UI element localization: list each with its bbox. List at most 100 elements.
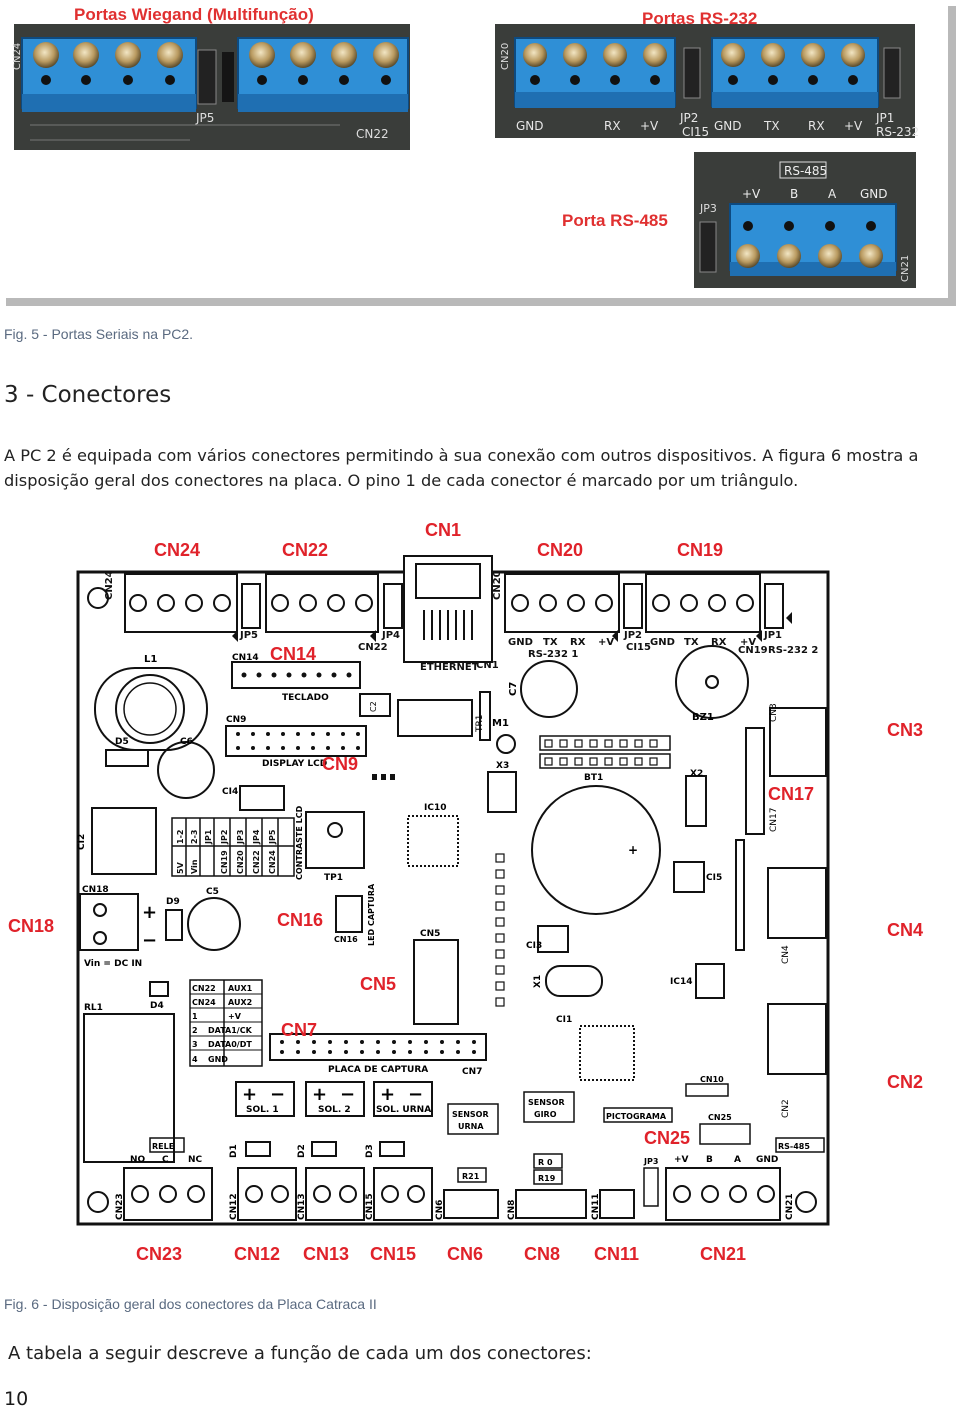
svg-text:CN22: CN22 [252,850,261,874]
svg-text:CN20: CN20 [500,43,511,70]
svg-text:CN22: CN22 [192,984,216,993]
svg-text:CN15: CN15 [365,1193,375,1220]
svg-text:NC: NC [188,1155,203,1165]
svg-text:CN24: CN24 [104,570,115,600]
svg-text:+: + [242,1084,257,1105]
svg-text:+V: +V [740,637,756,648]
page-number: 10 [4,1388,29,1410]
svg-text:CN17: CN17 [769,808,779,832]
svg-text:CN3: CN3 [769,703,779,722]
svg-text:CI1: CI1 [556,1015,572,1025]
svg-text:CN5: CN5 [420,929,440,939]
svg-text:JP3: JP3 [699,202,717,215]
svg-text:CN19: CN19 [677,540,723,560]
svg-text:CN21: CN21 [900,255,911,282]
svg-text:CN1: CN1 [476,660,499,671]
svg-text:CN18: CN18 [8,916,54,936]
svg-text:ETHERNET: ETHERNET [420,662,479,673]
svg-text:CN14: CN14 [270,644,316,664]
svg-text:GND: GND [650,637,675,648]
svg-text:RX: RX [808,119,825,133]
svg-text:+V: +V [598,637,614,648]
svg-text:RS-232: RS-232 [876,125,919,139]
svg-text:CN21: CN21 [700,1244,746,1264]
svg-text:+: + [312,1084,327,1105]
svg-text:CN16: CN16 [277,910,323,930]
svg-text:1-2: 1-2 [176,830,185,844]
svg-text:CN8: CN8 [507,1200,517,1220]
svg-text:A: A [734,1155,741,1165]
svg-text:CN24: CN24 [192,998,216,1007]
svg-text:GND: GND [516,119,544,133]
svg-text:RX: RX [604,119,621,133]
svg-text:LED CAPTURA: LED CAPTURA [367,883,376,946]
svg-text:CN3: CN3 [887,720,923,740]
svg-text:CN24: CN24 [12,43,23,70]
svg-text:+V: +V [742,187,761,201]
svg-text:+V: +V [844,119,863,133]
svg-text:JP3: JP3 [236,830,245,845]
svg-text:JP4: JP4 [381,630,400,641]
svg-text:CN22: CN22 [356,127,389,141]
cn1-ethernet [403,555,493,663]
svg-text:GND: GND [208,1055,228,1064]
svg-text:CN22: CN22 [282,540,328,560]
svg-text:CN2: CN2 [781,1099,791,1118]
svg-text:TX: TX [543,637,558,648]
svg-text:CI15: CI15 [682,125,709,139]
svg-text:CN11: CN11 [591,1193,601,1220]
svg-text:CN9: CN9 [322,754,358,774]
svg-text:CN16: CN16 [334,935,358,944]
svg-text:RS-232 1: RS-232 1 [528,649,578,660]
svg-text:RX: RX [711,637,727,648]
svg-text:CN7: CN7 [462,1067,482,1077]
svg-text:CN19: CN19 [220,850,229,874]
svg-text:+V: +V [674,1155,689,1165]
svg-text:CN13: CN13 [297,1193,307,1220]
svg-text:R 0: R 0 [538,1158,553,1167]
svg-text:1: 1 [192,1012,198,1021]
svg-text:CI4: CI4 [222,787,238,797]
svg-text:AUX1: AUX1 [228,984,253,993]
svg-text:CN9: CN9 [226,715,246,725]
svg-text:CN19: CN19 [738,645,768,656]
svg-text:TR1: TR1 [475,715,485,733]
svg-text:RX: RX [570,637,586,648]
svg-text:CN2: CN2 [887,1072,923,1092]
svg-text:CN4: CN4 [887,920,923,940]
svg-text:X1: X1 [533,975,543,988]
svg-text:2-3: 2-3 [190,830,199,844]
svg-text:B: B [706,1155,713,1165]
svg-text:SENSOR: SENSOR [452,1110,489,1119]
svg-text:CN12: CN12 [229,1193,239,1220]
svg-text:CN1: CN1 [425,520,461,540]
svg-text:TECLADO: TECLADO [282,693,329,703]
svg-text:IC14: IC14 [670,977,692,987]
svg-text:D3: D3 [365,1144,375,1158]
cn20-connector [504,573,620,633]
svg-text:CN23: CN23 [115,1193,125,1220]
svg-text:CN15: CN15 [370,1244,416,1264]
svg-text:GND: GND [714,119,742,133]
svg-text:GND: GND [860,187,888,201]
serial-ports-photo: Portas Wiegand (Multifunção) CN24 JP5 CN… [2,2,956,306]
svg-text:CN8: CN8 [524,1244,560,1264]
figure-6-caption: Fig. 6 - Disposição geral dos conectores… [4,1296,377,1312]
svg-text:TP1: TP1 [324,873,343,883]
svg-text:CI15: CI15 [626,642,651,653]
table-intro-text: A tabela a seguir descreve a função de c… [8,1343,592,1364]
svg-text:CN20: CN20 [236,850,245,874]
svg-text:CN21: CN21 [785,1193,795,1220]
svg-text:PLACA DE CAPTURA: PLACA DE CAPTURA [328,1065,428,1075]
svg-text:C: C [162,1155,169,1165]
svg-text:CI5: CI5 [706,873,722,883]
svg-text:4: 4 [192,1055,198,1064]
svg-text:CN20: CN20 [537,540,583,560]
svg-text:NO: NO [130,1155,146,1165]
svg-text:SENSOR: SENSOR [528,1098,565,1107]
svg-text:RS-485: RS-485 [778,1142,810,1151]
svg-text:+: + [142,902,157,923]
svg-text:CONTRASTE LCD: CONTRASTE LCD [295,805,304,880]
cn22-connector [265,573,379,633]
